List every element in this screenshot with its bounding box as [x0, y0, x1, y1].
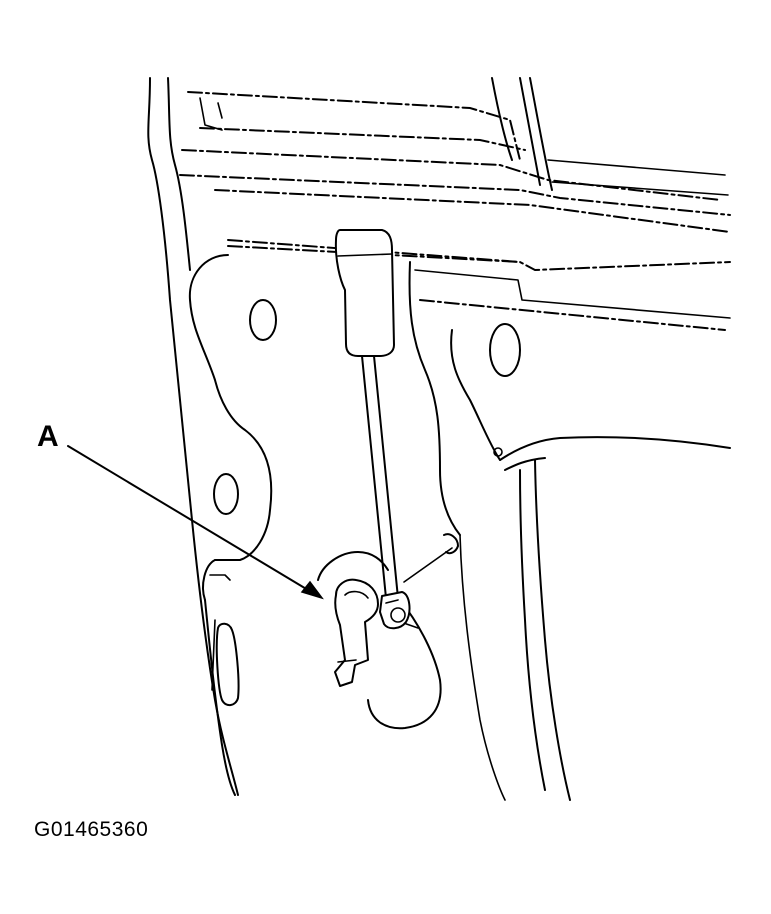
inside-handle-assembly [334, 229, 399, 599]
callout-a-arrowhead [300, 580, 324, 600]
door-inner-panel [147, 77, 731, 801]
panel-holes [213, 299, 521, 515]
callout-a-label: A [37, 420, 59, 453]
handle-grip [334, 229, 395, 357]
callout-a-leader [67, 445, 319, 597]
rod-clip [379, 591, 411, 630]
latch-cam [334, 578, 379, 687]
callout-a: A [37, 420, 324, 600]
figure-id: G01465360 [34, 818, 149, 841]
latch-mechanism [317, 533, 459, 730]
control-rod [361, 355, 387, 599]
